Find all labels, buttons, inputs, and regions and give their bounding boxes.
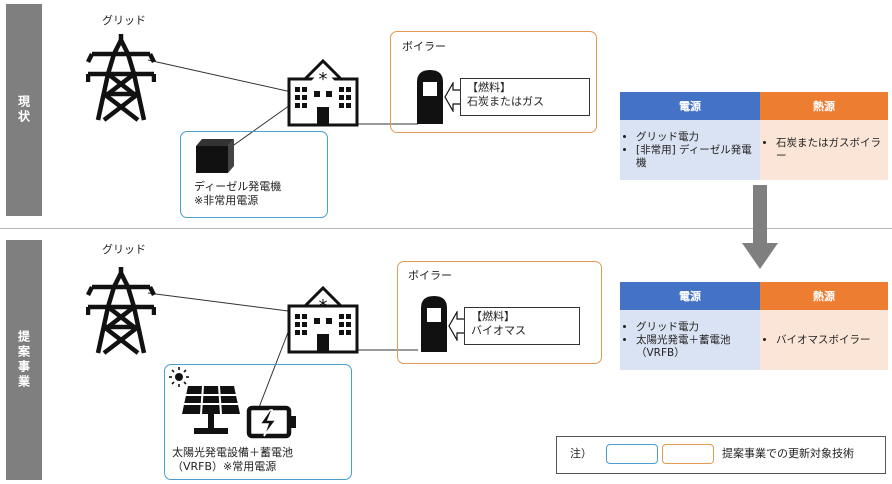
boiler-label: ボイラー <box>402 40 446 53</box>
grid-label: グリッド <box>102 14 146 27</box>
legend-orange-swatch <box>662 444 714 464</box>
fuel-label: 【燃料】 <box>471 310 515 323</box>
legend-text: 提案事業での更新対象技術 <box>722 447 854 460</box>
sun-icon <box>169 367 189 387</box>
power-item: グリッド電力 <box>636 321 754 334</box>
fuel-value: バイオマス <box>471 324 526 337</box>
legend-box <box>556 436 886 474</box>
power-item: 太陽光発電＋蓄電池（VRFB） <box>636 334 754 360</box>
heat-cell: バイオマスボイラー <box>760 310 888 370</box>
svg-text:*: * <box>319 69 328 90</box>
section-label-proposed: 提案事業 <box>6 240 42 480</box>
power-header: 電源 <box>620 92 760 120</box>
section-label-current: 現状 <box>6 4 42 216</box>
solar-label: 太陽光発電設備＋蓄電池 <box>172 446 293 459</box>
current-source-table: 電源 熱源 グリッド電力 [非常用] ディーゼル発電機 石炭またはガスボイラー <box>620 92 888 180</box>
fuel-label: 【燃料】 <box>467 81 511 94</box>
fuel-value: 石炭またはガス <box>467 95 544 108</box>
fuel-arrow-icon <box>448 311 465 341</box>
transmission-tower-icon <box>86 267 156 355</box>
heat-header: 熱源 <box>760 282 888 310</box>
power-cell: グリッド電力 [非常用] ディーゼル発電機 <box>620 120 760 180</box>
legend-note: 注） <box>570 447 592 460</box>
grid-label: グリッド <box>102 243 146 256</box>
boiler-icon <box>421 296 447 352</box>
generator-label: ディーゼル発電機 <box>194 180 282 193</box>
power-item: [非常用] ディーゼル発電機 <box>636 144 754 170</box>
solar-note: （VRFB）※常用電源 <box>172 460 277 473</box>
power-header: 電源 <box>620 282 760 310</box>
heat-item: 石炭またはガスボイラー <box>776 137 882 163</box>
boiler-box <box>390 31 597 133</box>
transition-arrow-icon <box>742 185 778 269</box>
solar-panel-icon <box>182 385 240 434</box>
transmission-tower-icon <box>86 34 156 122</box>
section-divider <box>0 228 892 229</box>
proposed-source-table: 電源 熱源 グリッド電力 太陽光発電＋蓄電池（VRFB） バイオマスボイラー <box>620 282 888 370</box>
heat-item: バイオマスボイラー <box>776 334 882 347</box>
svg-text:*: * <box>319 296 328 317</box>
legend-blue-swatch <box>606 444 658 464</box>
generator-note: ※非常用電源 <box>194 194 259 207</box>
diesel-generator-icon <box>196 139 234 173</box>
fuel-arrow-icon <box>444 82 461 112</box>
power-cell: グリッド電力 太陽光発電＋蓄電池（VRFB） <box>620 310 760 370</box>
power-item: グリッド電力 <box>636 131 754 144</box>
boiler-box <box>397 261 602 364</box>
solar-battery-box <box>164 364 352 480</box>
factory-building-icon: * <box>287 58 359 127</box>
heat-cell: 石炭またはガスボイラー <box>760 120 888 180</box>
generator-box <box>180 131 328 218</box>
fuel-box: 【燃料】 石炭またはガス <box>460 78 590 116</box>
battery-charging-icon <box>246 405 296 439</box>
boiler-icon <box>417 70 443 124</box>
factory-building-icon: * <box>287 285 359 354</box>
heat-header: 熱源 <box>760 92 888 120</box>
boiler-label: ボイラー <box>408 269 452 282</box>
fuel-box: 【燃料】 バイオマス <box>464 307 580 345</box>
